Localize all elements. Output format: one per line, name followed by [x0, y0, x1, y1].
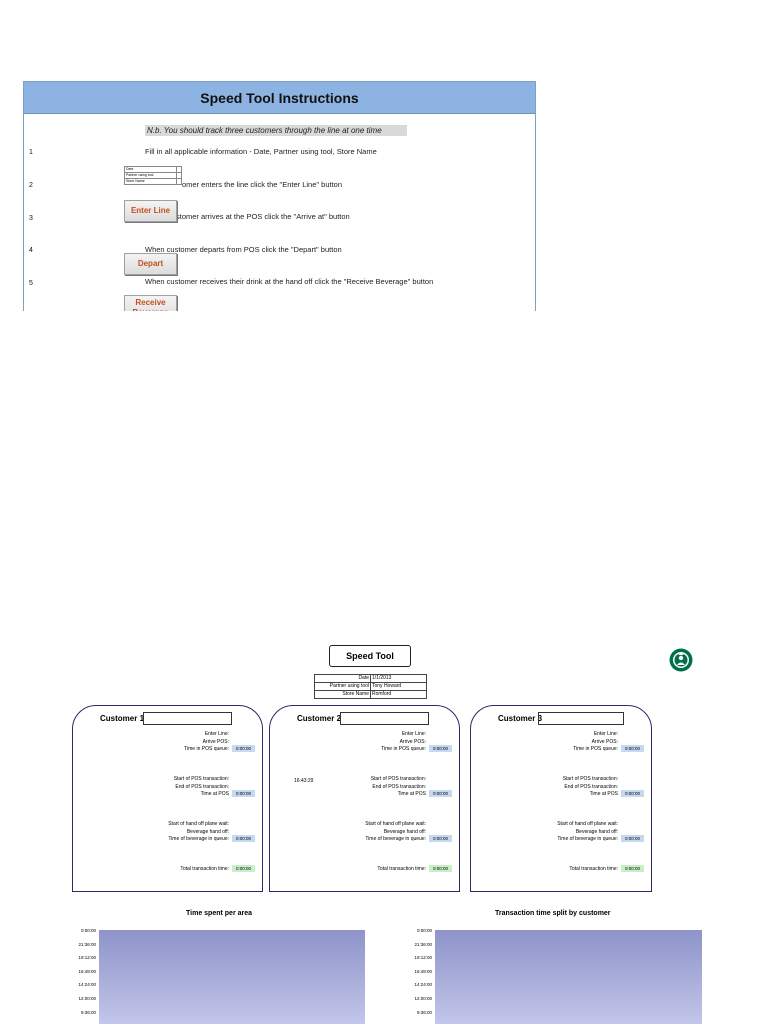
- y-tick-label: 12:00:00: [78, 996, 96, 1001]
- date-label: Date: [314, 674, 371, 683]
- y-tick-label: 9:36:00: [80, 1009, 96, 1015]
- transaction-split-chart: Transaction time split by customer 0:00:…: [398, 910, 702, 1024]
- enter-line-label: Enter Line:: [204, 731, 229, 737]
- partner-label: Partner using tool: [314, 682, 371, 691]
- start-pos-label: Start of POS transaction:: [173, 776, 229, 782]
- step-number: 2: [29, 182, 33, 189]
- store-info-table: Date 1/1/2013 Partner using tool Tony Ho…: [314, 674, 427, 699]
- time-pos-queue-label: Time in POS queue:: [381, 746, 426, 752]
- customer-name-field[interactable]: [538, 712, 624, 725]
- starbucks-logo-icon: [669, 648, 693, 672]
- arrive-pos-label: Arrive POS:: [591, 739, 618, 745]
- step-number: 5: [29, 280, 33, 287]
- y-tick-label: 9:36:00: [416, 1009, 432, 1015]
- depart-button[interactable]: Depart: [124, 253, 177, 275]
- instructions-title: Speed Tool Instructions: [24, 82, 535, 114]
- store-label: Store Name: [314, 690, 371, 699]
- time-at-pos-value: 0:00:00: [232, 790, 255, 797]
- customer-name-field[interactable]: [143, 712, 232, 725]
- step-number: 3: [29, 215, 33, 222]
- instructions-panel: Speed Tool Instructions N.b. You should …: [23, 81, 536, 311]
- y-tick-label: 12:00:00: [414, 996, 432, 1001]
- y-tick-label: 19:12:00: [78, 955, 96, 961]
- time-at-pos-label: Time at POS: [589, 791, 618, 797]
- mini-info-table: Date Partner using tool Store Name: [124, 166, 183, 185]
- y-tick-label: 14:24:00: [78, 982, 96, 988]
- chart-plot-area: [99, 930, 365, 1024]
- time-bev-queue-label: Time of beverage in queue:: [168, 836, 229, 842]
- y-tick-label: 16:48:00: [78, 968, 96, 974]
- time-bev-queue-value: 0:00:00: [232, 835, 255, 842]
- total-time-label: Total transaction time:: [377, 866, 426, 872]
- y-tick-label: 21:36:00: [414, 941, 432, 947]
- time-at-pos-value: 0:00:00: [429, 790, 452, 797]
- time-at-pos-label: Time at POS: [397, 791, 426, 797]
- customer-1-panel: Customer 1 Enter Line: Arrive POS: Time …: [72, 705, 263, 892]
- step-text: Fill in all applicable information - Dat…: [145, 147, 377, 156]
- time-pos-queue-value: 0:00:00: [232, 745, 255, 752]
- customer-title: Customer 2: [297, 714, 342, 723]
- y-tick-label: 14:24:00: [414, 982, 432, 988]
- start-pos-label: Start of POS transaction:: [562, 776, 618, 782]
- time-bev-queue-value: 0:00:00: [621, 835, 644, 842]
- enter-line-button[interactable]: Enter Line: [124, 200, 177, 222]
- beverage-handoff-label: Beverage hand off:: [186, 829, 229, 835]
- timestamp: 16:43:29: [294, 778, 314, 784]
- y-tick-label: 0:00:00: [80, 928, 96, 933]
- beverage-handoff-label: Beverage hand off:: [383, 829, 426, 835]
- end-pos-label: End of POS transaction:: [175, 784, 229, 790]
- total-time-value: 0:00:00: [429, 865, 452, 872]
- y-tick-label: 0:00:00: [416, 928, 432, 933]
- customer-title: Customer 1: [100, 714, 145, 723]
- time-pos-queue-label: Time in POS queue:: [573, 746, 618, 752]
- chart-plot-area: [435, 930, 702, 1024]
- step-text: When customer receives their drink at th…: [145, 277, 434, 286]
- end-pos-label: End of POS transaction:: [564, 784, 618, 790]
- beverage-handoff-label: Beverage hand off:: [575, 829, 618, 835]
- partner-field[interactable]: Tony Howard: [370, 682, 427, 691]
- time-bev-queue-label: Time of beverage in queue:: [557, 836, 618, 842]
- customer-name-field[interactable]: [340, 712, 429, 725]
- mini-table-label: Store Name: [124, 178, 177, 185]
- total-time-value: 0:00:00: [621, 865, 644, 872]
- total-time-label: Total transaction time:: [180, 866, 229, 872]
- start-pos-label: Start of POS transaction:: [370, 776, 426, 782]
- step-text: omer enters the line click the "Enter Li…: [182, 180, 342, 189]
- step-number: 1: [29, 149, 33, 156]
- chart-title: Transaction time split by customer: [495, 910, 611, 917]
- step-number: 4: [29, 247, 33, 254]
- end-pos-label: End of POS transaction:: [372, 784, 426, 790]
- store-field[interactable]: Romford: [370, 690, 427, 699]
- customer-title: Customer 3: [498, 714, 543, 723]
- arrive-pos-label: Arrive POS:: [399, 739, 426, 745]
- time-bev-queue-label: Time of beverage in queue:: [365, 836, 426, 842]
- time-at-pos-label: Time at POS: [200, 791, 229, 797]
- y-tick-label: 19:12:00: [414, 955, 432, 961]
- total-time-value: 0:00:00: [232, 865, 255, 872]
- y-tick-label: 21:36:00: [78, 941, 96, 947]
- enter-line-label: Enter Line:: [593, 731, 618, 737]
- time-pos-queue-value: 0:00:00: [621, 745, 644, 752]
- time-at-pos-value: 0:00:00: [621, 790, 644, 797]
- start-handoff-label: Start of hand off plane wait:: [365, 821, 426, 827]
- step-text: stomer arrives at the POS click the "Arr…: [176, 212, 350, 221]
- date-field[interactable]: 1/1/2013: [370, 674, 427, 683]
- customer-2-panel: Customer 2 16:43:29 Enter Line: Arrive P…: [269, 705, 460, 892]
- customer-3-panel: Customer 3 Enter Line: Arrive POS: Time …: [470, 705, 652, 892]
- instructions-note: N.b. You should track three customers th…: [145, 125, 407, 136]
- time-pos-queue-value: 0:00:00: [429, 745, 452, 752]
- speed-tool-title: Speed Tool: [329, 645, 411, 667]
- time-bev-queue-value: 0:00:00: [429, 835, 452, 842]
- time-per-area-chart: Time spent per area 0:00:00 21:36:00 19:12…: [64, 910, 366, 1024]
- start-handoff-label: Start of hand off plane wait:: [557, 821, 618, 827]
- arrive-pos-label: Arrive POS:: [202, 739, 229, 745]
- start-handoff-label: Start of hand off plane wait:: [168, 821, 229, 827]
- receive-beverage-button[interactable]: Receive Beverage: [124, 295, 177, 311]
- chart-title: Time spent per area: [186, 910, 253, 917]
- time-pos-queue-label: Time in POS queue:: [184, 746, 229, 752]
- total-time-label: Total transaction time:: [569, 866, 618, 872]
- step-text: When customer departs from POS click the…: [145, 245, 342, 254]
- enter-line-label: Enter Line:: [401, 731, 426, 737]
- y-tick-label: 16:48:00: [414, 968, 432, 974]
